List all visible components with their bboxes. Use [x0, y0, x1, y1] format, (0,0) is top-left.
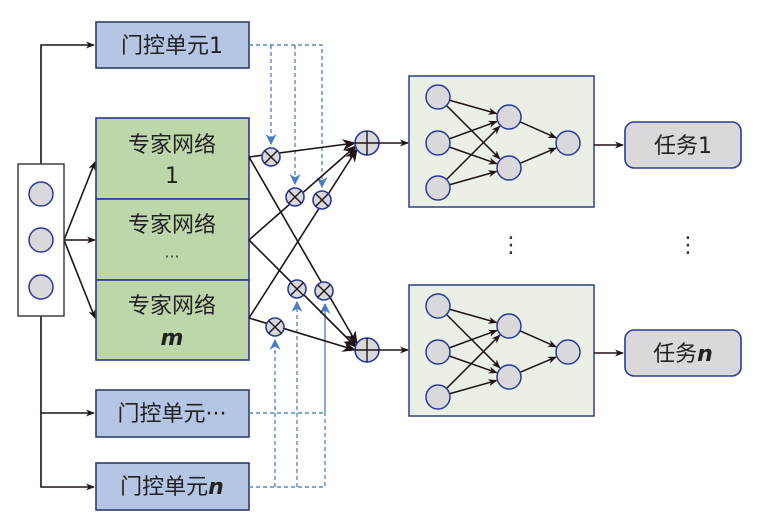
tower-ellipsis: ⋮ [500, 233, 522, 258]
task-1-label: 任务1 [654, 134, 712, 159]
tower-edge [445, 334, 501, 390]
gate-signal-lines [249, 44, 328, 488]
input-layer [17, 163, 65, 317]
task-1: 任务1 [624, 121, 742, 169]
multiplier-nodes [261, 147, 334, 337]
tower-edge [445, 125, 501, 181]
tower-node [496, 313, 522, 339]
gate-unit-dots-label: 门控单元··· [118, 402, 227, 427]
multiplier-node [314, 281, 334, 301]
tower-network-1 [408, 75, 595, 208]
task-n-label: 任务n [653, 342, 713, 367]
tower-edge [449, 170, 498, 186]
tower-edge [445, 313, 501, 369]
input-node [28, 274, 54, 300]
tower-node [425, 130, 451, 156]
input-branch-lines [40, 41, 96, 491]
sum-node-1 [354, 130, 380, 156]
gate-unit-n-label: 门控单元n [120, 475, 224, 500]
expert-m-line1: 专家网络 [128, 294, 216, 319]
multiplier-node [287, 279, 307, 299]
input-node [28, 181, 54, 207]
gate-unit-n: 门控单元n [95, 462, 250, 511]
tower-edge [449, 99, 498, 115]
trunk-to-gate-n [40, 316, 95, 491]
expert-1-line2: 1 [165, 164, 179, 189]
tower-edge [449, 329, 498, 349]
expert-1-to-sum-n [248, 156, 358, 346]
expert-dots-line1: 专家网络 [128, 213, 216, 238]
task-ellipsis: ⋮ [677, 233, 699, 258]
tower-node [496, 104, 522, 130]
tower-node [425, 84, 451, 110]
expert-1-line1: 专家网络 [128, 133, 216, 158]
multiplier-node [312, 190, 332, 210]
tower-edge [519, 356, 557, 374]
gate-n-horizontal [249, 413, 326, 488]
gate-unit-dots: 门控单元··· [95, 389, 250, 438]
multiplier-node [285, 187, 305, 207]
tower-node [555, 339, 581, 365]
tower-node [496, 364, 522, 390]
expert-stack: 专家网络 1 专家网络 ··· 专家网络 m [95, 117, 250, 361]
input-node [28, 227, 54, 253]
expert-m-line2: m [161, 326, 184, 351]
expert-m-to-sum-n [248, 317, 357, 352]
tower-edge [449, 120, 498, 140]
multiplier-node [265, 317, 285, 337]
gate-1-to-multiplier-3 [249, 44, 328, 189]
expert-network-dots [95, 198, 250, 281]
expert-network-1 [95, 117, 250, 200]
expert-output-lines [248, 139, 358, 352]
input-to-expert-m [63, 239, 96, 319]
expert-dots-line2: ··· [164, 247, 179, 266]
tower-edge [445, 104, 501, 160]
sum-node-n [354, 337, 380, 363]
tower-edge [519, 330, 557, 348]
tower-edge [449, 146, 498, 165]
expert-m-to-sum-1 [248, 147, 358, 319]
task-n: 任务n [624, 329, 742, 377]
tower-edge [519, 147, 557, 165]
tower-edge [449, 308, 498, 324]
tower-node [425, 293, 451, 319]
tower-node [425, 339, 451, 365]
tower-node [496, 155, 522, 181]
tower-edge [519, 121, 557, 139]
tower-node [425, 175, 451, 201]
tower-edge [449, 355, 498, 374]
trunk-to-gate-1 [40, 41, 95, 164]
gate-unit-1-label: 门控单元1 [121, 34, 223, 59]
tower-node [425, 384, 451, 410]
tower-edge [449, 379, 498, 395]
expert-network-m [95, 279, 250, 361]
tower-network-n [408, 284, 595, 417]
input-to-expert-1 [63, 161, 96, 241]
gate-unit-1: 门控单元1 [95, 21, 250, 69]
multiplier-node [261, 147, 281, 167]
tower-node [555, 130, 581, 156]
